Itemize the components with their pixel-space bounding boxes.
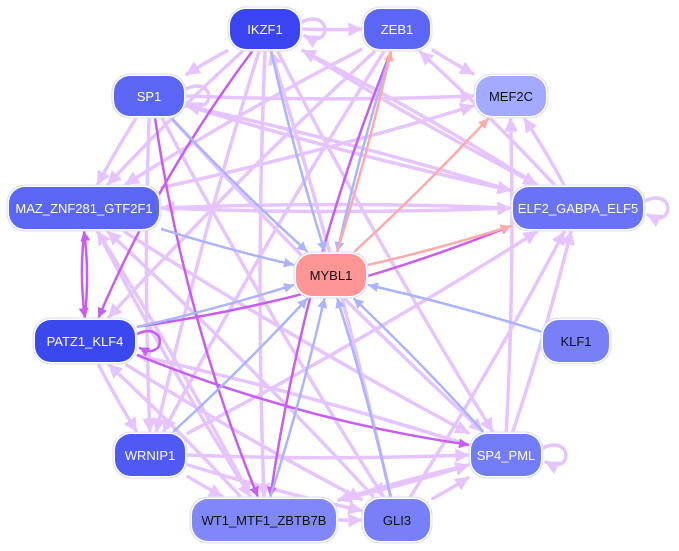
node-mef2c[interactable]: MEF2C <box>476 76 546 116</box>
node-label: WRNIP1 <box>124 447 176 463</box>
node-zeb1[interactable]: ZEB1 <box>364 9 430 49</box>
node-label: SP4_PML <box>476 447 536 463</box>
edge-elf2-gabpa-elf5-to-zeb1 <box>418 50 556 186</box>
edge-patz1-klf4-to-mybl1 <box>136 283 295 329</box>
edge-sp4-pml-to-mef2c <box>504 117 519 433</box>
edge-klf1-to-mybl1 <box>367 282 542 333</box>
node-sp4-pml[interactable]: SP4_PML <box>471 434 541 476</box>
node-ikzf1[interactable]: IKZF1 <box>230 9 300 49</box>
edge-ikzf1-to-patz1-klf4 <box>97 50 253 319</box>
edge-sp4-pml-to-sp4-pml <box>541 443 568 475</box>
edge-zeb1-to-wrnip1 <box>162 50 386 433</box>
edge-wt1-mtf1-zbtb7b-to-mybl1 <box>269 297 328 498</box>
edge-gli3-to-elf2-gabpa-elf5 <box>409 230 566 498</box>
node-klf1[interactable]: KLF1 <box>543 320 609 362</box>
edge-sp4-pml-to-patz1-klf4 <box>136 351 470 447</box>
edge-wrnip1-to-elf2-gabpa-elf5 <box>186 230 539 435</box>
edge-ikzf1-to-mybl1 <box>269 50 327 253</box>
edge-maz-znf281-gtf2f1-to-wt1-mtf1-zbtb7b <box>96 230 252 498</box>
node-elf2-gabpa-elf5[interactable]: ELF2_GABPA_ELF5 <box>513 187 643 229</box>
edge-elf2-gabpa-elf5-to-sp1 <box>185 101 512 192</box>
edge-sp4-pml-to-mybl1 <box>353 297 484 433</box>
node-label: MEF2C <box>488 88 534 104</box>
node-sp1[interactable]: SP1 <box>114 76 184 116</box>
edge-gli3-to-maz-znf281-gtf2f1 <box>106 230 375 498</box>
edge-maz-znf281-gtf2f1-to-mef2c <box>160 102 475 190</box>
node-label: GLI3 <box>382 512 412 528</box>
node-label: KLF1 <box>560 333 592 349</box>
node-label: MAZ_ZNF281_GTF2F1 <box>15 200 153 216</box>
edge-mybl1-to-zeb1 <box>336 50 394 253</box>
node-gli3[interactable]: GLI3 <box>364 499 430 541</box>
edge-wrnip1-to-wt1-mtf1-zbtb7b <box>186 474 224 498</box>
edge-sp1-to-mybl1 <box>171 117 308 253</box>
edge-zeb1-to-mybl1 <box>334 50 393 253</box>
edge-ikzf1-to-sp1 <box>185 49 229 76</box>
edge-patz1-klf4-to-sp4-pml <box>136 354 470 449</box>
edge-maz-znf281-gtf2f1-to-sp4-pml <box>123 230 470 435</box>
edge-sp1-to-wrnip1 <box>142 117 157 433</box>
node-mybl1[interactable]: MYBL1 <box>296 254 366 296</box>
edge-ikzf1-to-elf2-gabpa-elf5 <box>301 48 538 186</box>
edge-sp1-to-maz-znf281-gtf2f1 <box>96 117 138 186</box>
node-label: IKZF1 <box>247 21 283 37</box>
edge-wrnip1-to-mybl1 <box>172 297 309 433</box>
edge-ikzf1-to-zeb1 <box>301 22 363 37</box>
edge-ikzf1-to-maz-znf281-gtf2f1 <box>106 50 244 186</box>
edge-gli3-to-sp4-pml <box>431 475 470 501</box>
edge-wt1-mtf1-zbtb7b-to-sp4-pml <box>337 462 470 502</box>
edge-sp1-to-gli3 <box>160 117 385 498</box>
edge-elf2-gabpa-elf5-to-elf2-gabpa-elf5 <box>643 196 670 228</box>
edge-wrnip1-to-sp4-pml <box>186 448 470 463</box>
edge-sp1-to-mef2c <box>185 89 475 104</box>
edge-zeb1-to-mef2c <box>431 48 475 76</box>
edge-maz-znf281-gtf2f1-to-mybl1 <box>160 227 295 268</box>
edge-wt1-mtf1-zbtb7b-to-maz-znf281-gtf2f1 <box>96 230 252 498</box>
node-label: ELF2_GABPA_ELF5 <box>517 200 639 216</box>
edge-ikzf1-to-sp4-pml <box>276 50 495 433</box>
edge-patz1-klf4-to-wrnip1 <box>96 363 139 433</box>
node-wrnip1[interactable]: WRNIP1 <box>115 434 185 476</box>
edge-zeb1-to-patz1-klf4 <box>107 50 376 319</box>
edge-sp1-to-wt1-mtf1-zbtb7b <box>153 117 259 498</box>
edge-ikzf1-to-wt1-mtf1-zbtb7b <box>256 50 271 498</box>
edge-elf2-gabpa-elf5-to-ikzf1 <box>301 48 538 186</box>
node-patz1-klf4[interactable]: PATZ1_KLF4 <box>35 320 135 362</box>
edge-maz-znf281-gtf2f1-to-elf2-gabpa-elf5 <box>160 201 512 216</box>
edge-patz1-klf4-to-gli3 <box>125 363 363 502</box>
node-label: MYBL1 <box>309 267 353 283</box>
node-label: SP1 <box>136 88 162 104</box>
edge-mybl1-to-elf2-gabpa-elf5 <box>367 224 512 266</box>
node-label: PATZ1_KLF4 <box>46 333 124 349</box>
edge-patz1-klf4-to-maz-znf281-gtf2f1 <box>80 230 91 319</box>
edge-mybl1-to-mef2c <box>353 117 490 253</box>
edge-patz1-klf4-to-patz1-klf4 <box>135 329 162 357</box>
node-label: WT1_MTF1_ZBTB7B <box>201 512 327 528</box>
node-wt1-mtf1-zbtb7b[interactable]: WT1_MTF1_ZBTB7B <box>192 499 336 541</box>
edge-gli3-to-mybl1 <box>335 297 392 498</box>
edge-sp1-to-elf2-gabpa-elf5 <box>185 104 512 195</box>
node-maz-znf281-gtf2f1[interactable]: MAZ_ZNF281_GTF2F1 <box>9 187 159 229</box>
edge-elf2-gabpa-elf5-to-mef2c <box>523 117 566 186</box>
node-label: ZEB1 <box>380 21 414 37</box>
